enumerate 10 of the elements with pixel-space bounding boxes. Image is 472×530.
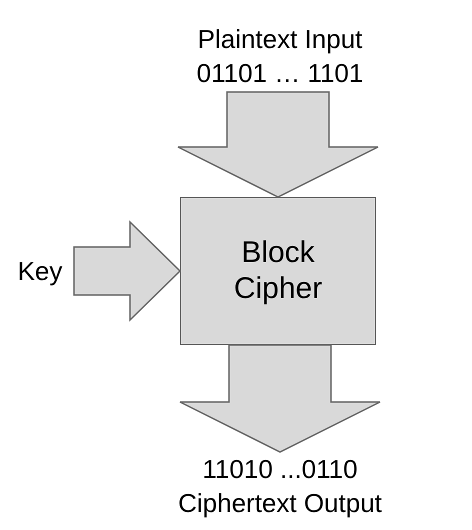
label-text: Ciphertext Output <box>177 487 383 520</box>
label-text: 11010 ...0110 <box>201 453 359 486</box>
block-arrow <box>177 91 379 198</box>
block-arrow <box>73 220 182 322</box>
box-label: Block Cipher <box>232 235 324 307</box>
process-box <box>180 197 376 345</box>
label-text: Plaintext Input <box>196 23 364 56</box>
block-arrow <box>179 344 381 453</box>
label-text: Key <box>16 255 64 288</box>
label-text: 01101 … 1101 <box>196 57 364 90</box>
